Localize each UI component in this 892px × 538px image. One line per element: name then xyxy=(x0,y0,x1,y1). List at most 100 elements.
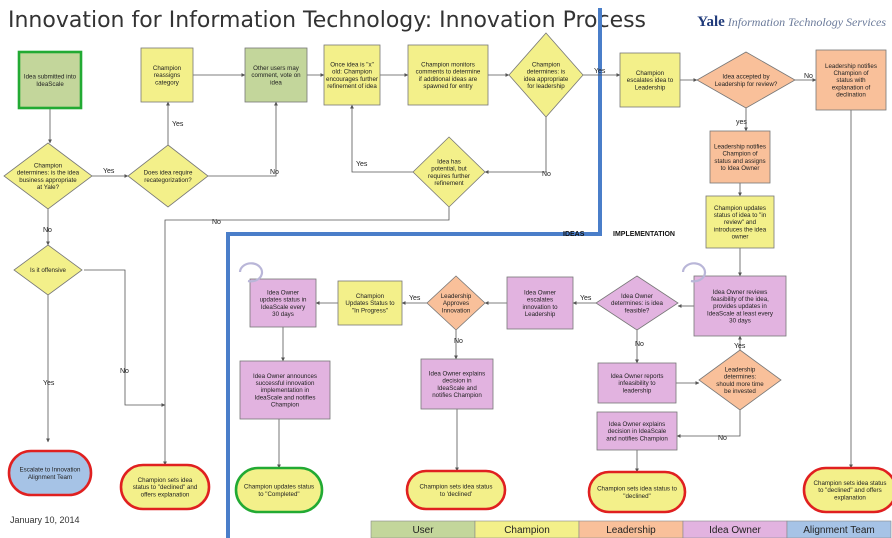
node-text-line: determines: is xyxy=(527,69,566,76)
node-text-line: requires further xyxy=(428,173,470,180)
node-decision xyxy=(696,51,796,109)
node-text-line: IdeaScale and xyxy=(437,385,477,392)
node-text-line: Champion xyxy=(356,293,385,300)
flow-arrow xyxy=(84,269,166,407)
node-text-line: Idea Owner xyxy=(621,293,653,300)
node-box xyxy=(323,44,381,106)
node-text-line: Champion xyxy=(271,402,300,409)
cycle-icon xyxy=(238,262,264,283)
legend-label: Champion xyxy=(504,525,550,536)
node-text-line: IdeaScale and notifies xyxy=(255,394,316,401)
page-title: Innovation for Information Technology: I… xyxy=(8,8,647,33)
node-text-line: at Yale? xyxy=(37,184,60,191)
node-text-line: owner xyxy=(732,234,749,241)
node-box xyxy=(244,47,308,103)
node-text-line: encourages further xyxy=(326,76,378,83)
node-box xyxy=(17,50,83,110)
node-text-line: refinement of idea xyxy=(327,83,377,90)
footer-date: January 10, 2014 xyxy=(10,515,80,525)
node-text-line: innovation to xyxy=(522,304,558,311)
node-box xyxy=(249,278,317,328)
node-text-line: comments to determine xyxy=(416,69,481,76)
flow-arrow xyxy=(350,104,413,173)
node-text-line: Champion of xyxy=(722,151,757,158)
node-text-line: should more time xyxy=(716,381,764,388)
node-text-line: review" and xyxy=(724,219,757,226)
node-box xyxy=(705,195,775,249)
node-box xyxy=(239,360,331,420)
node-text-line: Champion sets idea status xyxy=(814,480,887,487)
legend-item-idea_owner: Idea Owner xyxy=(682,520,788,538)
node-text-line: IdeaScale at least every xyxy=(707,310,774,317)
node-text-line: Leadership xyxy=(635,84,666,91)
section-label-implementation: IMPLEMENTATION xyxy=(613,231,675,238)
node-text-line: notifies Champion xyxy=(432,392,482,399)
node-text-line: Approves xyxy=(443,300,469,307)
node-text-line: Innovation xyxy=(442,307,471,314)
edge-label: No xyxy=(454,338,463,345)
node-text-line: old: Champion xyxy=(332,69,372,76)
node-text-line: status to "declined" and xyxy=(133,484,198,491)
node-terminal xyxy=(119,463,211,511)
node-decision xyxy=(412,136,486,208)
node-text-line: Champion monitors xyxy=(421,61,475,68)
node-text-line: Idea Owner explains xyxy=(609,421,665,428)
node-text-line: refinement xyxy=(434,180,464,187)
edge-label: Yes xyxy=(734,343,746,350)
edge-label: Yes xyxy=(409,295,421,302)
legend-item-user: User xyxy=(370,520,476,538)
node-box xyxy=(815,49,887,111)
section-divider xyxy=(226,8,602,538)
node-text-line: for leadership xyxy=(527,83,565,90)
edge-label: yes xyxy=(736,119,747,126)
node-terminal xyxy=(587,470,687,514)
node-text-line: Leadership xyxy=(725,366,756,373)
node-text-line: status with xyxy=(836,77,866,84)
node-text-line: Champion of xyxy=(833,70,868,77)
node-text-line: if additional ideas are xyxy=(419,76,478,83)
node-text-line: to Idea Owner xyxy=(721,165,760,172)
node-terminal xyxy=(234,466,324,514)
node-decision xyxy=(127,144,209,208)
edge-label: No xyxy=(635,341,644,348)
node-text-line: Leadership notifies xyxy=(714,143,766,150)
node-text-line: Champion sets idea xyxy=(138,477,193,484)
node-text-line: Leadership notifies xyxy=(825,63,877,70)
node-text-line: Once idea is "x" xyxy=(330,61,374,68)
org-logo: Yale Information Technology Services xyxy=(697,14,886,31)
node-text-line: "In Progress" xyxy=(352,307,388,314)
node-text-line: comment, vote on xyxy=(251,72,301,79)
node-text-line: Champion xyxy=(532,61,561,68)
flow-arrow xyxy=(163,207,450,466)
node-box xyxy=(140,47,194,103)
node-text-line: offers explanation xyxy=(141,491,190,498)
node-text-line: explanation of xyxy=(832,84,871,91)
node-text-line: recategorization? xyxy=(144,177,192,184)
node-text-line: decision in IdeaScale xyxy=(608,428,667,435)
node-text-line: implementation in xyxy=(261,387,310,394)
flow-arrow xyxy=(484,117,547,174)
legend-label: User xyxy=(412,525,434,536)
legend-item-alignment: Alignment Team xyxy=(786,520,892,538)
node-text-line: Leadership for review? xyxy=(715,81,778,88)
node-text-line: infeasibility to xyxy=(618,380,656,387)
node-text-line: idea appropriate xyxy=(524,76,569,83)
node-text-line: Champion xyxy=(636,70,665,77)
edge-label: Yes xyxy=(580,295,592,302)
node-decision xyxy=(3,142,93,210)
node-text-line: Idea Owner xyxy=(267,289,299,296)
node-text-line: determines: is the idea xyxy=(17,170,80,177)
node-text-line: Idea Owner explains xyxy=(429,370,485,377)
node-decision xyxy=(595,275,679,331)
node-box xyxy=(709,130,771,184)
node-text-line: updates status in xyxy=(260,297,307,304)
node-text-line: 30 days xyxy=(729,318,751,325)
